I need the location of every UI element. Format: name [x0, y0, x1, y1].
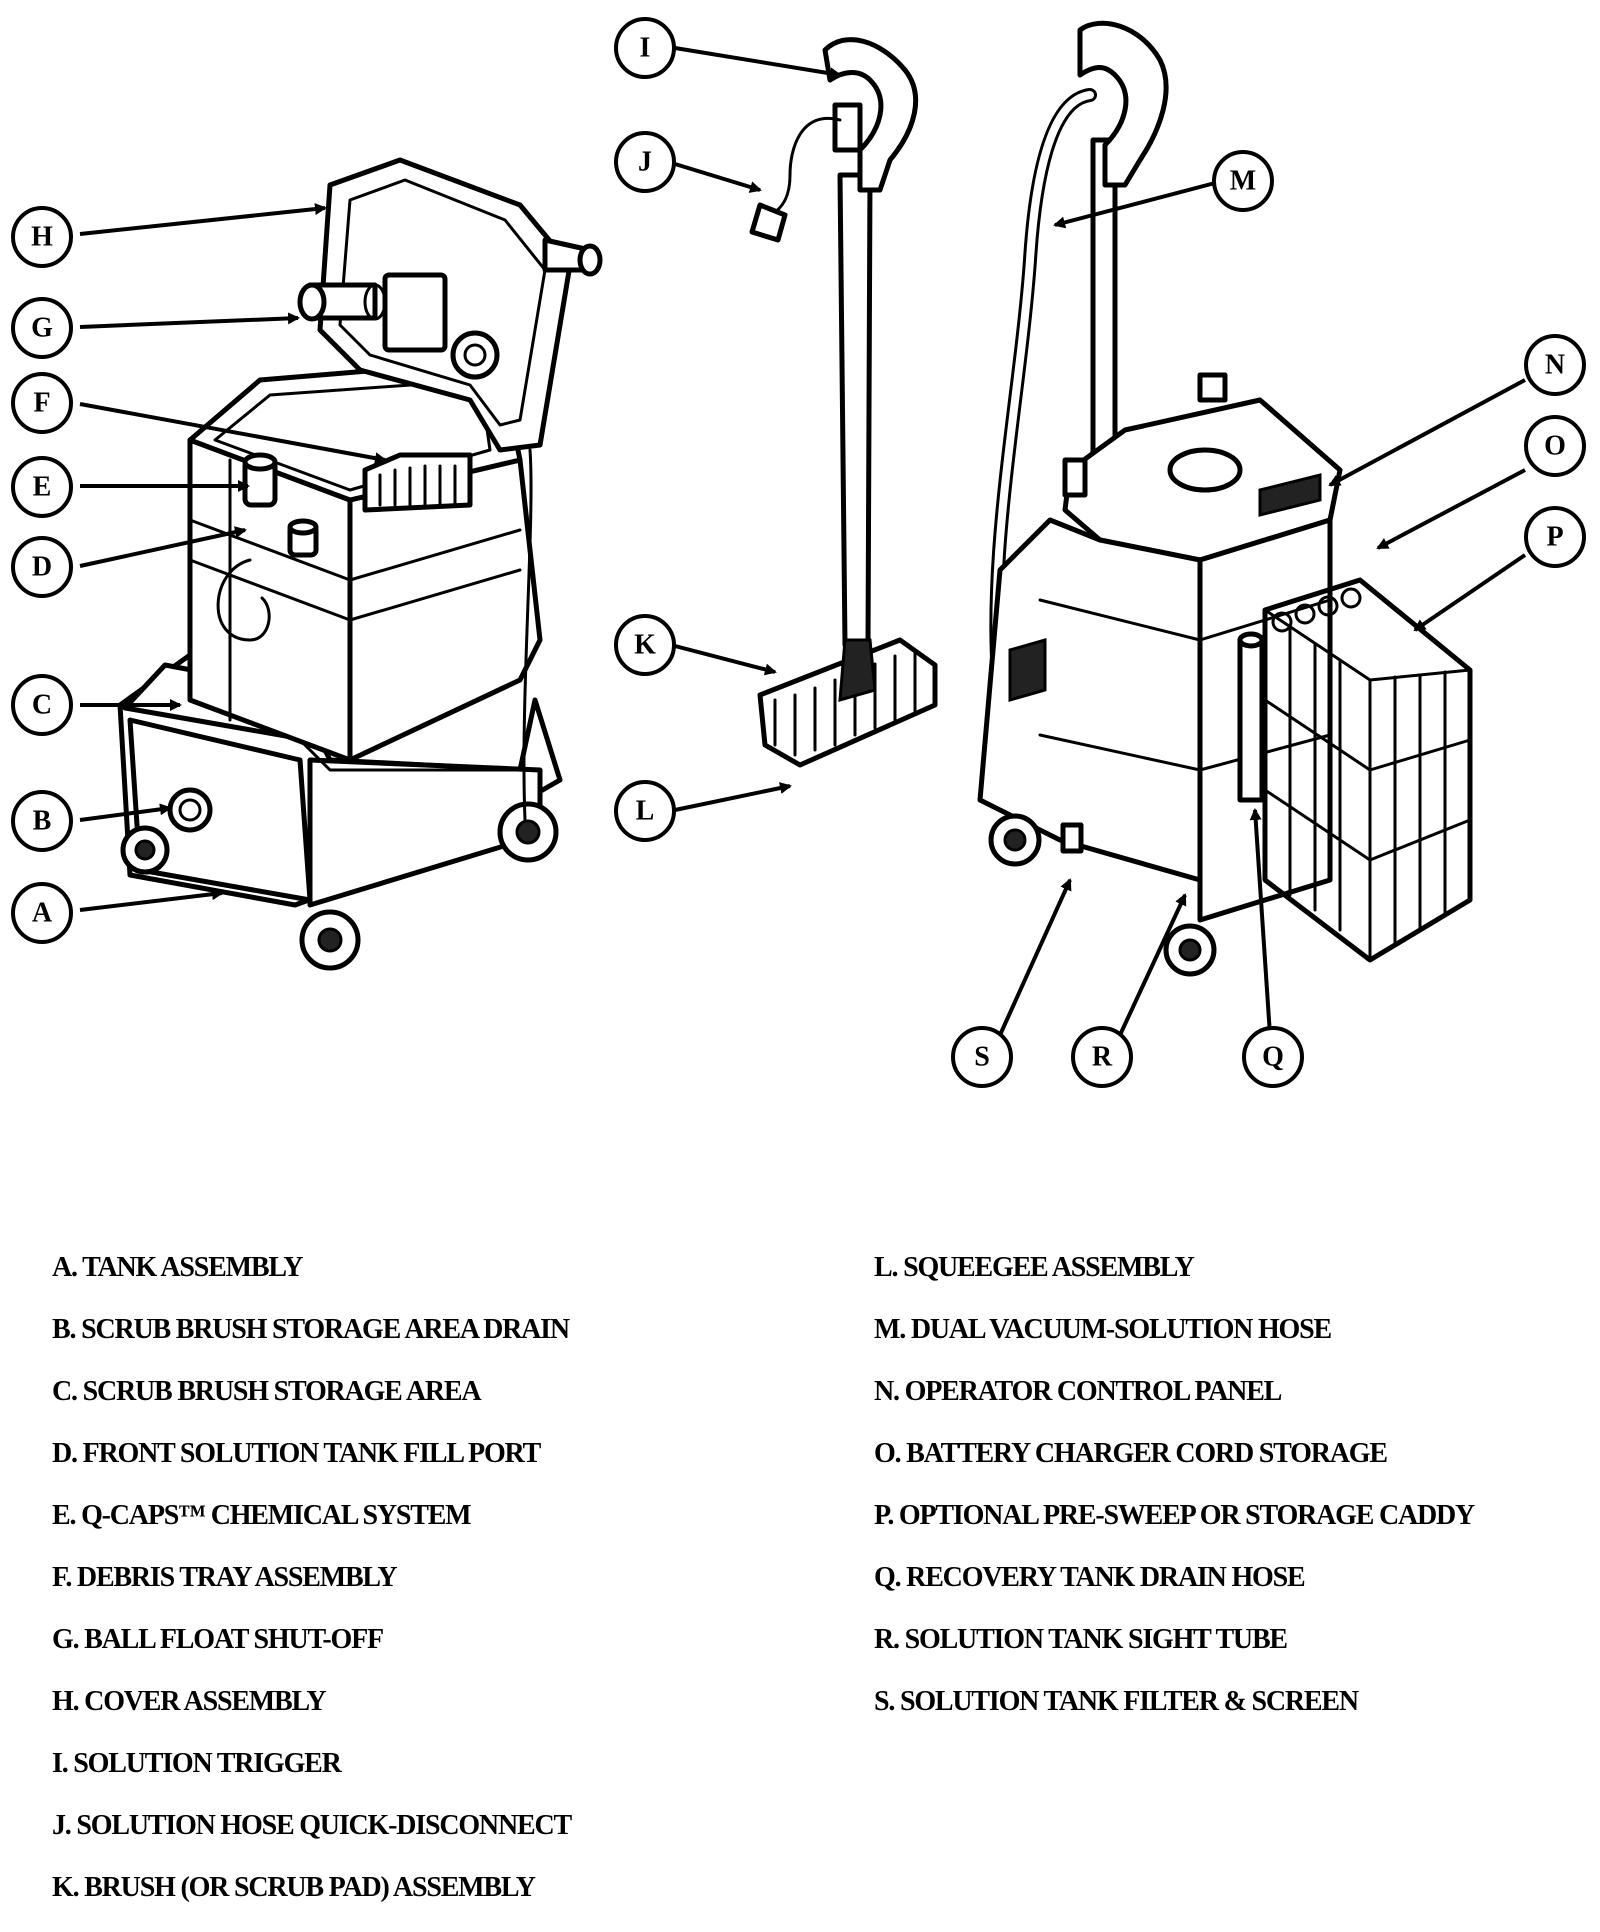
callout-r: R — [1071, 1026, 1133, 1088]
legend-item-l: L. SQUEEGEE ASSEMBLY — [874, 1252, 1195, 1283]
svg-text:G: G — [31, 313, 53, 344]
legend-item-n: N. OPERATOR CONTROL PANEL — [874, 1376, 1282, 1407]
svg-text:P: P — [1546, 522, 1563, 553]
svg-text:D: D — [32, 552, 52, 583]
callout-k: K — [614, 614, 676, 676]
svg-text:J: J — [638, 147, 652, 178]
callout-q: Q — [1242, 1026, 1304, 1088]
front-machine-illustration — [117, 157, 603, 971]
legend-item-p: P. OPTIONAL PRE-SWEEP OR STORAGE CADDY — [874, 1500, 1475, 1531]
callout-f: F — [11, 372, 73, 434]
svg-text:E: E — [33, 472, 52, 503]
svg-text:O: O — [1544, 431, 1566, 462]
callout-d: D — [11, 536, 73, 598]
leader-lines — [79, 46, 1527, 1036]
callout-h: H — [11, 206, 73, 268]
legend-column-right: L. SQUEEGEE ASSEMBLY M. DUAL VACUUM-SOLU… — [874, 1250, 1494, 1746]
legend-item-q: Q. RECOVERY TANK DRAIN HOSE — [874, 1562, 1306, 1593]
callout-i: I — [614, 17, 676, 79]
machine-parts-diagram: H G F E D C B A I J K L M N O P S R Q — [11, 17, 1586, 1088]
callout-o: O — [1524, 415, 1586, 477]
svg-text:S: S — [974, 1042, 990, 1073]
callout-n: N — [1524, 334, 1586, 396]
callout-c: C — [11, 674, 73, 736]
callout-a: A — [11, 882, 73, 944]
legend-item-a: A. TANK ASSEMBLY — [52, 1252, 303, 1283]
legend-item-b: B. SCRUB BRUSH STORAGE AREA DRAIN — [52, 1314, 570, 1345]
callout-l: L — [614, 780, 676, 842]
legend-item-s: S. SOLUTION TANK FILTER & SCREEN — [874, 1686, 1359, 1717]
legend-column-left: A. TANK ASSEMBLY B. SCRUB BRUSH STORAGE … — [52, 1250, 812, 1932]
legend-item-f: F. DEBRIS TRAY ASSEMBLY — [52, 1562, 398, 1593]
callout-p: P — [1524, 506, 1586, 568]
callout-b: B — [11, 790, 73, 852]
callout-e: E — [11, 456, 73, 518]
svg-text:N: N — [1545, 350, 1565, 381]
callout-m: M — [1212, 150, 1274, 212]
svg-text:A: A — [32, 898, 53, 929]
svg-text:Q: Q — [1262, 1042, 1284, 1073]
svg-text:C: C — [32, 690, 52, 721]
svg-text:H: H — [31, 222, 53, 253]
legend-item-e: E. Q-CAPS™ CHEMICAL SYSTEM — [52, 1500, 472, 1531]
legend-item-d: D. FRONT SOLUTION TANK FILL PORT — [52, 1438, 541, 1469]
rear-machine-illustration — [977, 20, 1473, 977]
svg-text:I: I — [640, 33, 651, 64]
legend-item-i: I. SOLUTION TRIGGER — [52, 1748, 342, 1779]
callout-g: G — [11, 297, 73, 359]
legend-item-o: O. BATTERY CHARGER CORD STORAGE — [874, 1438, 1388, 1469]
callout-j: J — [614, 131, 676, 193]
legend-item-c: C. SCRUB BRUSH STORAGE AREA — [52, 1376, 482, 1407]
svg-text:R: R — [1092, 1042, 1113, 1073]
svg-text:K: K — [634, 630, 656, 661]
legend-item-r: R. SOLUTION TANK SIGHT TUBE — [874, 1624, 1288, 1655]
legend-item-j: J. SOLUTION HOSE QUICK-DISCONNECT — [52, 1810, 572, 1841]
svg-text:B: B — [33, 806, 52, 837]
legend-item-h: H. COVER ASSEMBLY — [52, 1686, 327, 1717]
legend-item-m: M. DUAL VACUUM-SOLUTION HOSE — [874, 1314, 1332, 1345]
legend-item-g: G. BALL FLOAT SHUT-OFF — [52, 1624, 384, 1655]
svg-text:F: F — [33, 388, 50, 419]
legend-item-k: K. BRUSH (OR SCRUB PAD) ASSEMBLY — [52, 1872, 536, 1903]
svg-text:M: M — [1230, 166, 1256, 197]
callout-s: S — [951, 1026, 1013, 1088]
svg-text:L: L — [636, 796, 655, 827]
wand-illustration — [749, 37, 938, 768]
